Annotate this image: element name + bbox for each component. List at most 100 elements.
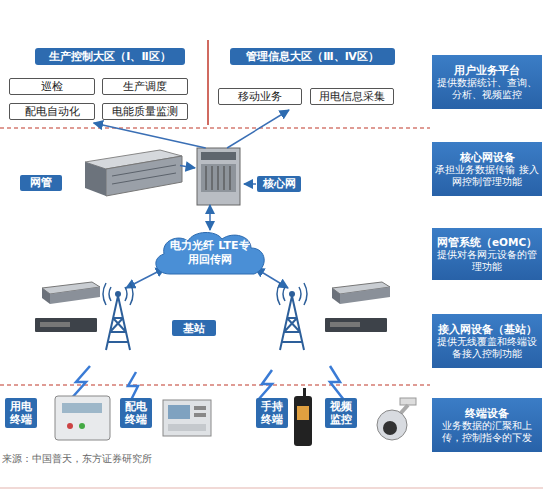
node-title: 基站 (183, 321, 205, 336)
meter-led (79, 423, 85, 429)
bbu-port (40, 322, 70, 327)
core-card (230, 166, 231, 190)
core-group: 核心网 (195, 148, 302, 205)
node-title: 移动业务 (238, 89, 282, 104)
node-title: 视频监控 (328, 400, 354, 426)
node-title: 巡检 (41, 79, 63, 94)
rru-side (332, 288, 340, 304)
core-card (224, 166, 225, 190)
radio-waves (277, 283, 307, 305)
server-side (85, 162, 106, 196)
terminal-screen (168, 405, 190, 419)
connector-arrow (209, 205, 211, 230)
node-body: 提供无线覆盖和终端设备接入控制功能 (435, 336, 539, 360)
handheld-screen (297, 406, 309, 420)
station-label: 基站 (172, 320, 216, 336)
node-body: 承担业务数据传输 接入网控制管理功能 (435, 164, 539, 188)
node-title: 手持终端 (259, 400, 285, 426)
service-box: 生产调度 (102, 78, 188, 95)
network-cloud: 电力光纤 LTE专用回传网 (150, 230, 270, 275)
bbu-port (330, 322, 360, 327)
rru-front (50, 287, 100, 304)
handheld-antenna (303, 388, 306, 397)
server-symbol (85, 150, 182, 196)
node-title: 配电终端 (123, 400, 149, 426)
node-title: 配电自动化 (25, 104, 80, 119)
terminal-panel (168, 424, 206, 431)
connector-arrow (227, 110, 289, 148)
bbu-equipment (35, 282, 100, 332)
node-title: 管理信息大区（Ⅲ、Ⅳ区） (230, 48, 395, 65)
lightning-bolt (258, 370, 272, 400)
node-title: 电能质量监测 (112, 104, 178, 119)
camera-device (377, 398, 416, 440)
source-note: 来源：中国普天，东方证券研究所 (2, 452, 152, 466)
bbu-unit (35, 318, 97, 332)
distribution-terminal-device (163, 400, 211, 436)
nms-group: 网管 (18, 150, 180, 202)
meter-device (55, 396, 110, 440)
legend-box: 核心网设备承担业务数据传输 接入网控制管理功能 (432, 142, 542, 196)
node-title: 用电信息采集 (319, 89, 385, 104)
bbu-equipment (325, 282, 390, 332)
legend-box: 接入网设备（基站）提供无线覆盖和终端设备接入控制功能 (432, 314, 542, 368)
bottom-line (0, 488, 543, 489)
camera-mount (400, 398, 416, 405)
service-box: 配电自动化 (9, 103, 95, 120)
node-title: 生产控制大区（Ⅰ、Ⅱ区） (35, 48, 185, 65)
tower-lattice (106, 296, 130, 350)
connector-arrow (94, 123, 206, 148)
terminal-label: 配电终端 (120, 398, 152, 428)
core-chassis (197, 148, 240, 205)
bbu-unit (325, 318, 387, 332)
dashed-line (0, 127, 430, 128)
service-box: 移动业务 (218, 88, 302, 105)
tower-symbol (103, 283, 133, 350)
terminal-button (194, 406, 206, 410)
zone-divider (0, 40, 543, 488)
divider-line (207, 40, 209, 125)
core-card (218, 166, 219, 190)
camera-dome (377, 410, 407, 440)
handheld-device (294, 388, 312, 446)
legend-box: 网管系统（eOMC）提供对各网元设备的管理功能 (432, 228, 542, 280)
radio-waves (103, 283, 133, 305)
terminal-label: 手持终端 (256, 398, 288, 428)
tower-top (115, 291, 121, 297)
connector-arrow (180, 166, 195, 168)
tower-top (289, 291, 295, 297)
rru-side (42, 288, 50, 304)
node-body: 业务数据的汇聚和上传，控制指令的下发 (435, 420, 539, 444)
node-title: 电力光纤 LTE专用回传网 (167, 239, 253, 267)
terminal-label: 用电终端 (5, 398, 37, 428)
node-title: 接入网设备（基站） (438, 322, 537, 336)
zone-group: 管理信息大区（Ⅲ、Ⅳ区） 移动业务 用电信息采集 (215, 45, 400, 110)
meter-display (62, 403, 102, 413)
node-title: 网管 (20, 175, 62, 191)
rru-front (340, 287, 390, 304)
node-title: 用户业务平台 (454, 63, 520, 77)
lightning-bolt (330, 366, 344, 400)
service-box: 巡检 (9, 78, 95, 95)
core-card (206, 166, 207, 190)
core-card (212, 166, 213, 190)
camera-lens (383, 421, 397, 435)
server-front (106, 156, 182, 196)
node-title: 网管系统（eOMC） (437, 235, 537, 249)
legend-box: 用户业务平台提供数据统计、查询、分析、视频监控 (432, 55, 542, 109)
node-body: 提供对各网元设备的管理功能 (435, 249, 539, 273)
service-box: 电能质量监测 (102, 103, 188, 120)
meter-body (55, 396, 110, 440)
legend-box: 终端设备业务数据的汇聚和上传，控制指令的下发 (432, 398, 542, 452)
server-bay (112, 173, 176, 184)
node-title: 核心网设备 (460, 150, 515, 164)
tower-symbol (277, 283, 307, 350)
service-box: 用电信息采集 (310, 88, 394, 105)
node-body: 提供数据统计、查询、分析、视频监控 (435, 77, 539, 101)
link-arrow (255, 268, 288, 288)
terminal-button (194, 413, 206, 417)
tower-lattice (280, 296, 304, 350)
core-slot (201, 164, 236, 192)
dashed-line (0, 384, 430, 385)
